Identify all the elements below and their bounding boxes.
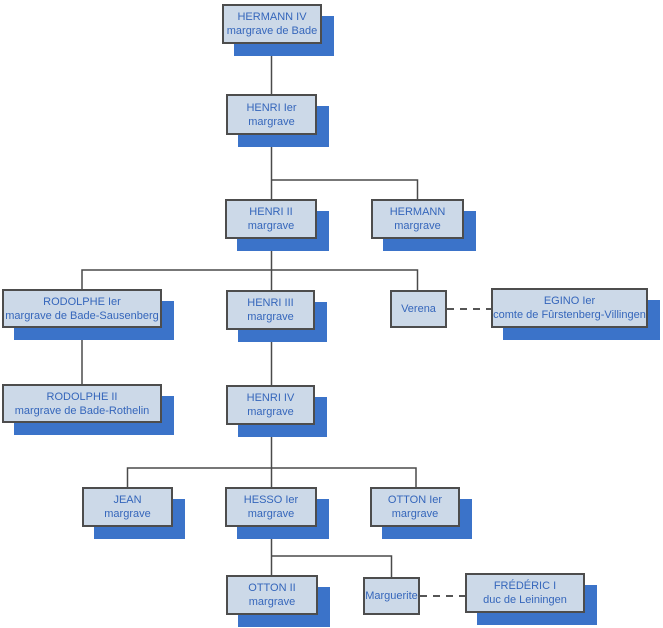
person-box-marguerite: Marguerite [363,577,420,615]
person-box-otton-ii: OTTON II margrave [226,575,318,615]
person-title: margrave [104,508,151,520]
edge-hesso-ier-to-marguerite [271,555,393,577]
edge-henri-ier-to-hermann [271,179,419,199]
person-box-egino-ier: EGINO Ier comte de Fûrstenberg-Villingen [491,288,648,328]
person-box-hermann-iv: HERMANN IV margrave de Bade [222,4,322,44]
person-name: EGINO Ier [543,295,596,307]
person-box-hermann: HERMANN margrave [371,199,464,239]
person-name: JEAN [113,494,142,506]
person-box-henri-iii: HENRI III margrave [226,290,315,330]
edge-henri-ii-to-rodolphe-verena [81,269,419,290]
person-box-jean: JEAN margrave [82,487,173,527]
person-title: margrave [391,508,439,520]
person-title: margrave [247,220,295,232]
person-title: margrave de Bade-Rothelin [14,404,150,417]
person-box-frederic-i: FRÉDÉRIC I duc de Leiningen [465,573,585,613]
person-title: margrave de Bade [226,25,318,37]
person-name: HENRI II [249,206,293,218]
person-title: margrave [247,406,294,418]
person-title: margrave de Bade-Sausenberg [5,309,159,322]
person-box-verena: Verena [390,290,447,328]
person-box-otton-ier: OTTON Ier margrave [370,487,460,527]
person-title: margrave [248,596,296,608]
edge-henri-iv-to-jean-otton [126,467,417,487]
person-name: RODOLPHE Ier [43,295,121,308]
person-title: margrave [247,311,294,323]
person-box-henri-iv: HENRI IV margrave [226,385,315,425]
person-name: OTTON Ier [387,494,443,506]
person-name: HENRI III [247,297,294,309]
person-name: Marguerite [365,590,418,602]
person-name: HENRI IV [246,392,295,404]
person-name: FRÉDÉRIC I [493,580,557,592]
person-name: RODOLPHE II [46,390,118,403]
person-box-hesso-ier: HESSO Ier margrave [225,487,317,527]
person-name: HESSO Ier [243,494,299,506]
person-title: margrave [248,115,295,128]
person-name: HENRI Ier [246,101,297,114]
person-name: HERMANN IV [237,11,307,23]
person-title: margrave [394,220,441,232]
person-title: duc de Leiningen [483,594,567,606]
person-title: margrave [247,508,295,520]
person-box-henri-ii: HENRI II margrave [225,199,317,239]
person-title: comte de Fûrstenberg-Villingen [493,309,646,321]
person-name: Verena [401,303,436,315]
person-name: OTTON II [248,582,296,594]
person-name: HERMANN [389,206,446,218]
